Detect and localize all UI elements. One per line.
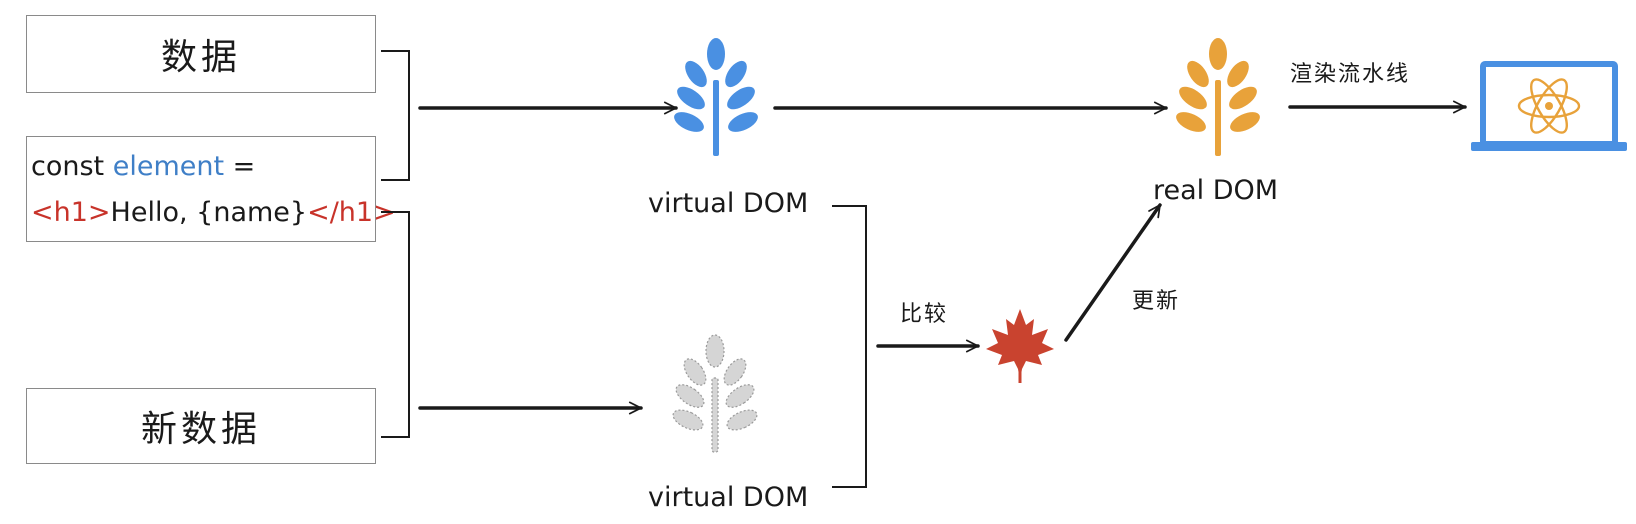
code-box: const element = <h1>Hello, {name}</h1> (26, 136, 396, 242)
code-line-1: const element = (31, 151, 255, 182)
data-box-label: 数据 (160, 37, 241, 78)
code-open-tag: <h1> (31, 197, 111, 228)
new-tree-icon (672, 334, 758, 453)
real-dom-label: real DOM (1153, 175, 1279, 206)
arrow-update (1064, 203, 1162, 342)
compare-label: 比较 (900, 302, 949, 327)
code-const: const (31, 151, 105, 182)
code-close-tag: </h1> (307, 197, 396, 228)
update-label: 更新 (1132, 289, 1181, 314)
render-pipeline-label: 渲染流水线 (1290, 62, 1411, 87)
bracket-top (381, 50, 410, 181)
bracket-bottom (381, 211, 410, 438)
code-equals: = (232, 151, 256, 182)
atom-icon (1517, 78, 1581, 134)
code-line-2: <h1>Hello, {name}</h1> (31, 197, 396, 228)
new-data-box: 新数据 (26, 388, 376, 464)
maple-leaf-icon (986, 309, 1054, 383)
arrows (418, 100, 1467, 415)
virtual-dom-bottom-label: virtual DOM (648, 482, 809, 513)
code-content: Hello, {name} (110, 197, 308, 228)
new-data-box-label: 新数据 (140, 409, 261, 450)
data-box: 数据 (26, 15, 376, 93)
virtual-dom-top-label: virtual DOM (648, 188, 809, 219)
tree-icon (674, 38, 758, 156)
real-tree-icon (1176, 38, 1260, 156)
code-element: element (112, 151, 225, 182)
bracket-compare (832, 205, 867, 488)
